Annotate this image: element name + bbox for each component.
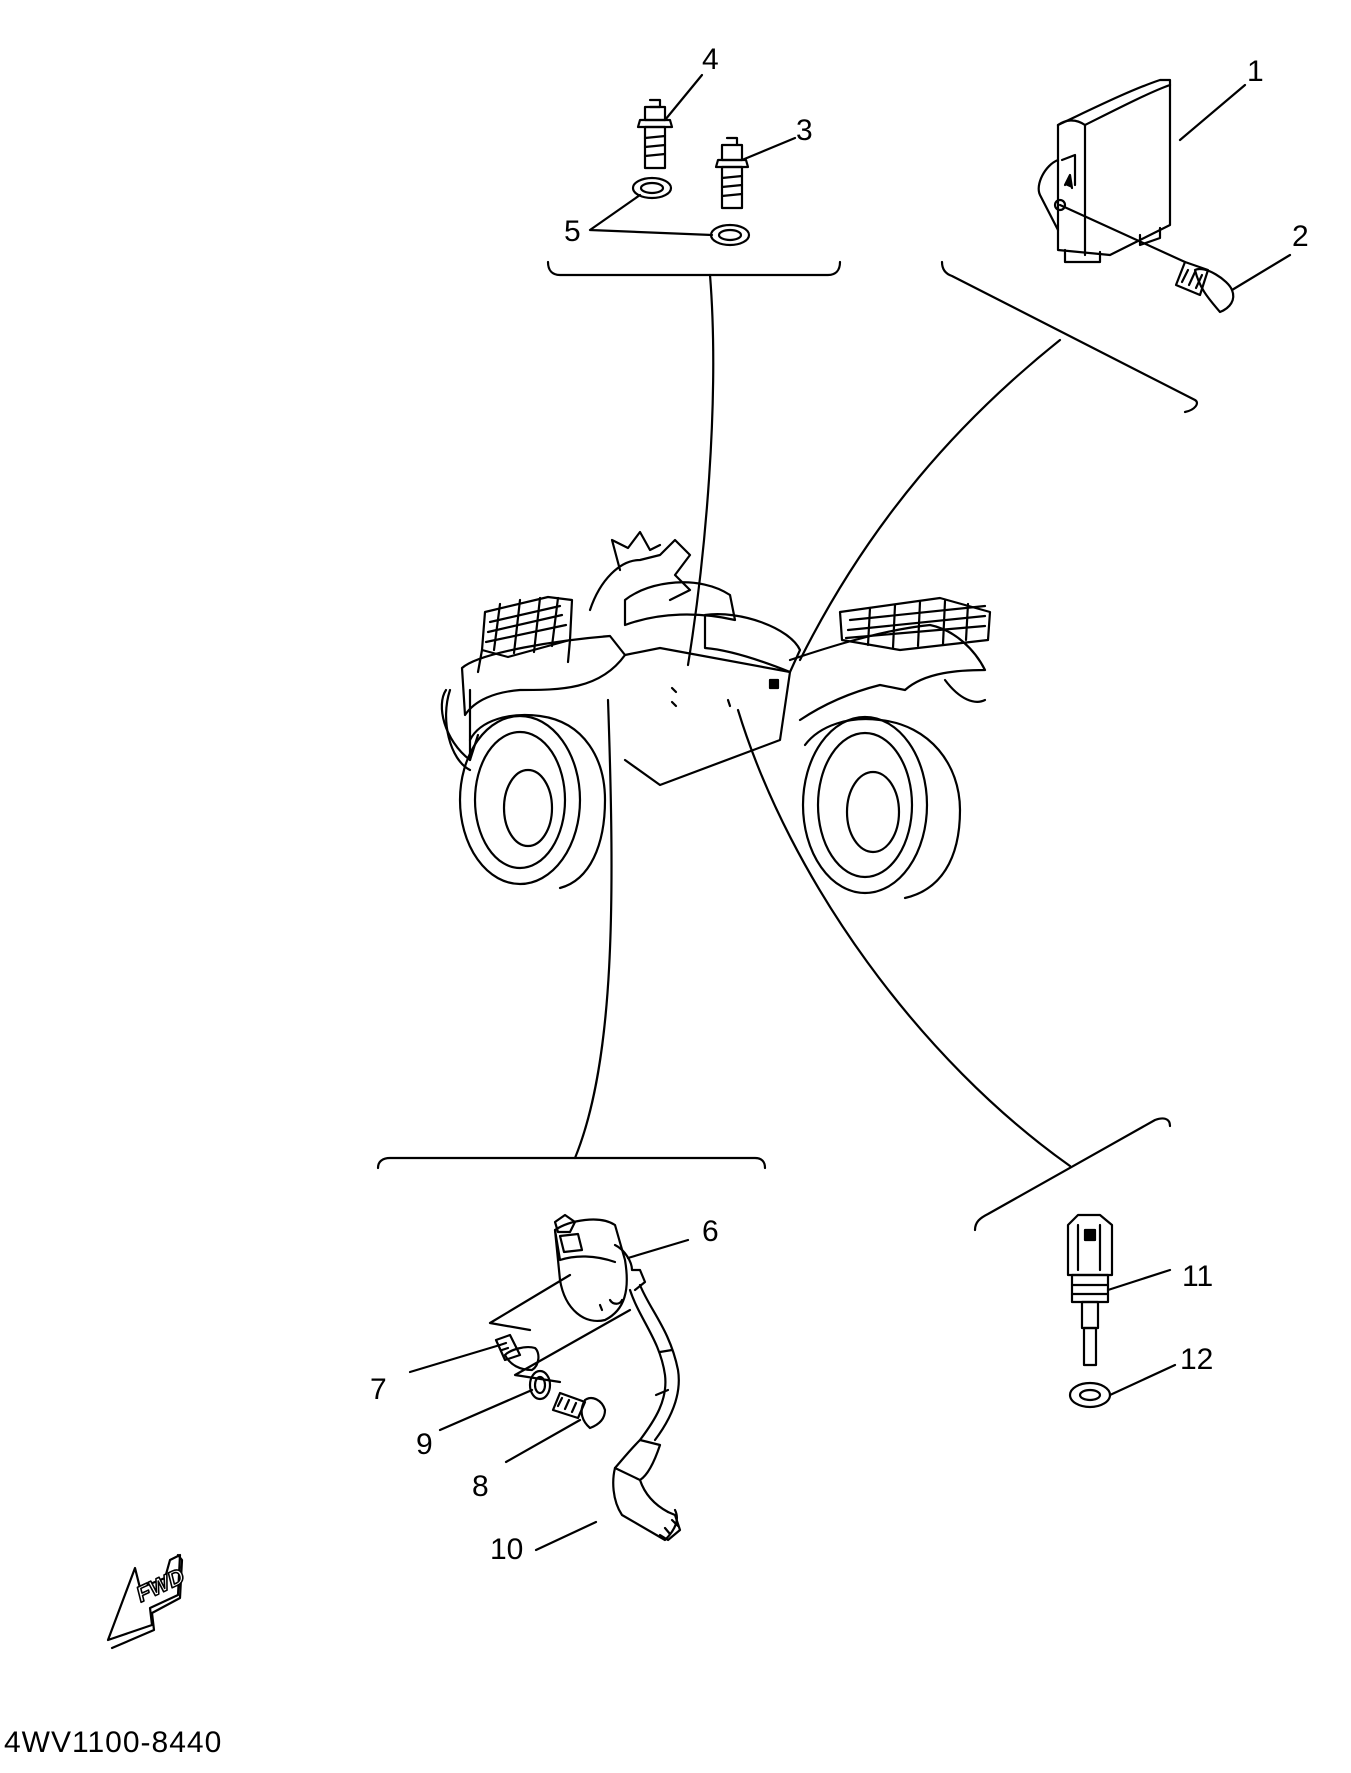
callout-1: 1: [1247, 55, 1264, 88]
atv-vehicle: [440, 530, 992, 900]
callout-7: 7: [370, 1373, 387, 1406]
bolt-8: [551, 1391, 607, 1430]
connector-3-fitting: [714, 136, 750, 210]
callout-leaders: [408, 73, 1292, 1552]
diagram-code: 4WV1100-8440: [4, 1726, 223, 1759]
ignition-coil-6: [553, 1213, 680, 1442]
callout-3: 3: [796, 114, 813, 147]
callout-10: 10: [490, 1533, 524, 1566]
bolt-7: [494, 1333, 540, 1372]
control-unit-1: [1037, 78, 1187, 264]
fwd-arrow-icon: FWD: [106, 1553, 189, 1650]
callout-12: 12: [1180, 1343, 1214, 1376]
plug-cap-10: [612, 1438, 682, 1542]
callout-11: 11: [1182, 1260, 1214, 1293]
washer-9: [528, 1369, 552, 1401]
fwd-label: FWD: [132, 1563, 188, 1607]
callout-5: 5: [564, 215, 581, 248]
washer-12: [1068, 1381, 1112, 1409]
callout-8: 8: [472, 1470, 489, 1503]
callout-4: 4: [702, 43, 719, 76]
connector-4-fitting: [636, 98, 674, 170]
callout-6: 6: [702, 1215, 719, 1248]
bolt-2: [1174, 260, 1235, 314]
group-brackets: [376, 260, 1199, 1232]
callout-2: 2: [1292, 220, 1309, 253]
bracket-lines-6: [488, 1273, 632, 1384]
sensor-11: [1066, 1213, 1114, 1367]
callout-9: 9: [416, 1428, 433, 1461]
leader-lines: [573, 273, 1072, 1168]
